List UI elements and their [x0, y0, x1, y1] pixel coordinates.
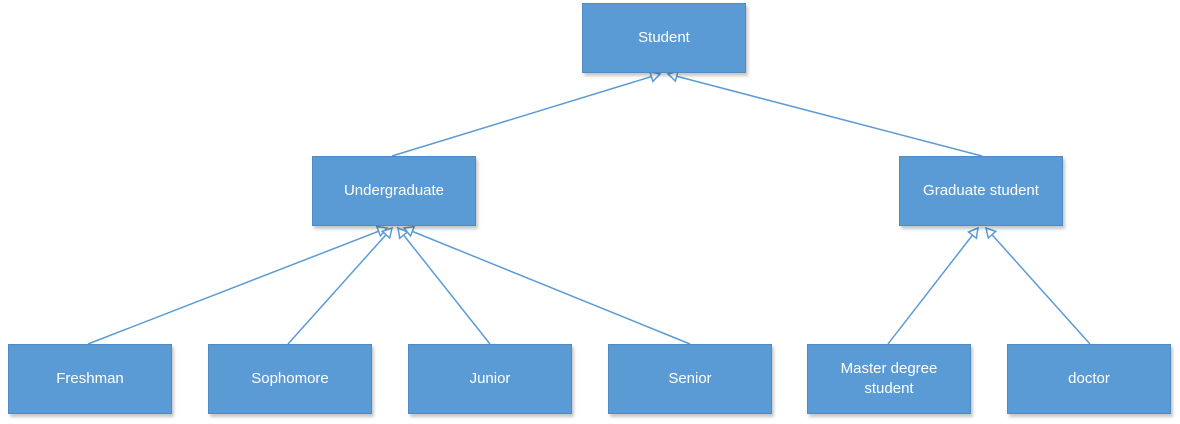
connector-sophomore-to-undergraduate [287, 227, 393, 345]
node-junior-label: Junior [469, 370, 511, 387]
node-graduate-student-label: Graduate student [923, 182, 1039, 199]
node-doctor[interactable]: doctor [1007, 344, 1171, 414]
node-master-degree-student[interactable]: Master degree student [807, 344, 971, 414]
arrowhead-master-to-graduate [967, 226, 979, 240]
arrowhead-senior-to-undergraduate [402, 225, 416, 238]
node-freshman-label: Freshman [56, 370, 124, 387]
node-senior-label: Senior [668, 370, 712, 387]
node-student[interactable]: Student [582, 3, 746, 73]
node-student-label: Student [638, 29, 690, 46]
node-undergraduate-label: Undergraduate [343, 182, 445, 199]
node-master-degree-student-label: Master degree student [840, 360, 938, 397]
node-freshman[interactable]: Freshman [8, 344, 172, 414]
connector-senior-to-undergraduate [403, 227, 691, 345]
connector-junior-to-undergraduate [397, 227, 491, 345]
node-graduate-student[interactable]: Graduate student [899, 156, 1063, 226]
arrowhead-sophomore-to-undergraduate [380, 226, 394, 240]
connector-undergraduate-to-student [391, 73, 661, 157]
node-senior[interactable]: Senior [608, 344, 772, 414]
arrowhead-undergraduate-to-student [648, 70, 662, 83]
connector-graduate-to-student [667, 73, 983, 157]
connector-freshman-to-undergraduate [87, 227, 388, 345]
node-doctor-label: doctor [1068, 370, 1110, 387]
node-sophomore[interactable]: Sophomore [208, 344, 372, 414]
node-undergraduate[interactable]: Undergraduate [312, 156, 476, 226]
arrowhead-junior-to-undergraduate [397, 226, 409, 240]
node-sophomore-label: Sophomore [251, 370, 329, 387]
connector-master-to-graduate [887, 227, 979, 345]
arrowhead-doctor-to-graduate [984, 226, 998, 240]
node-junior[interactable]: Junior [408, 344, 572, 414]
connector-doctor-to-graduate [985, 227, 1091, 345]
